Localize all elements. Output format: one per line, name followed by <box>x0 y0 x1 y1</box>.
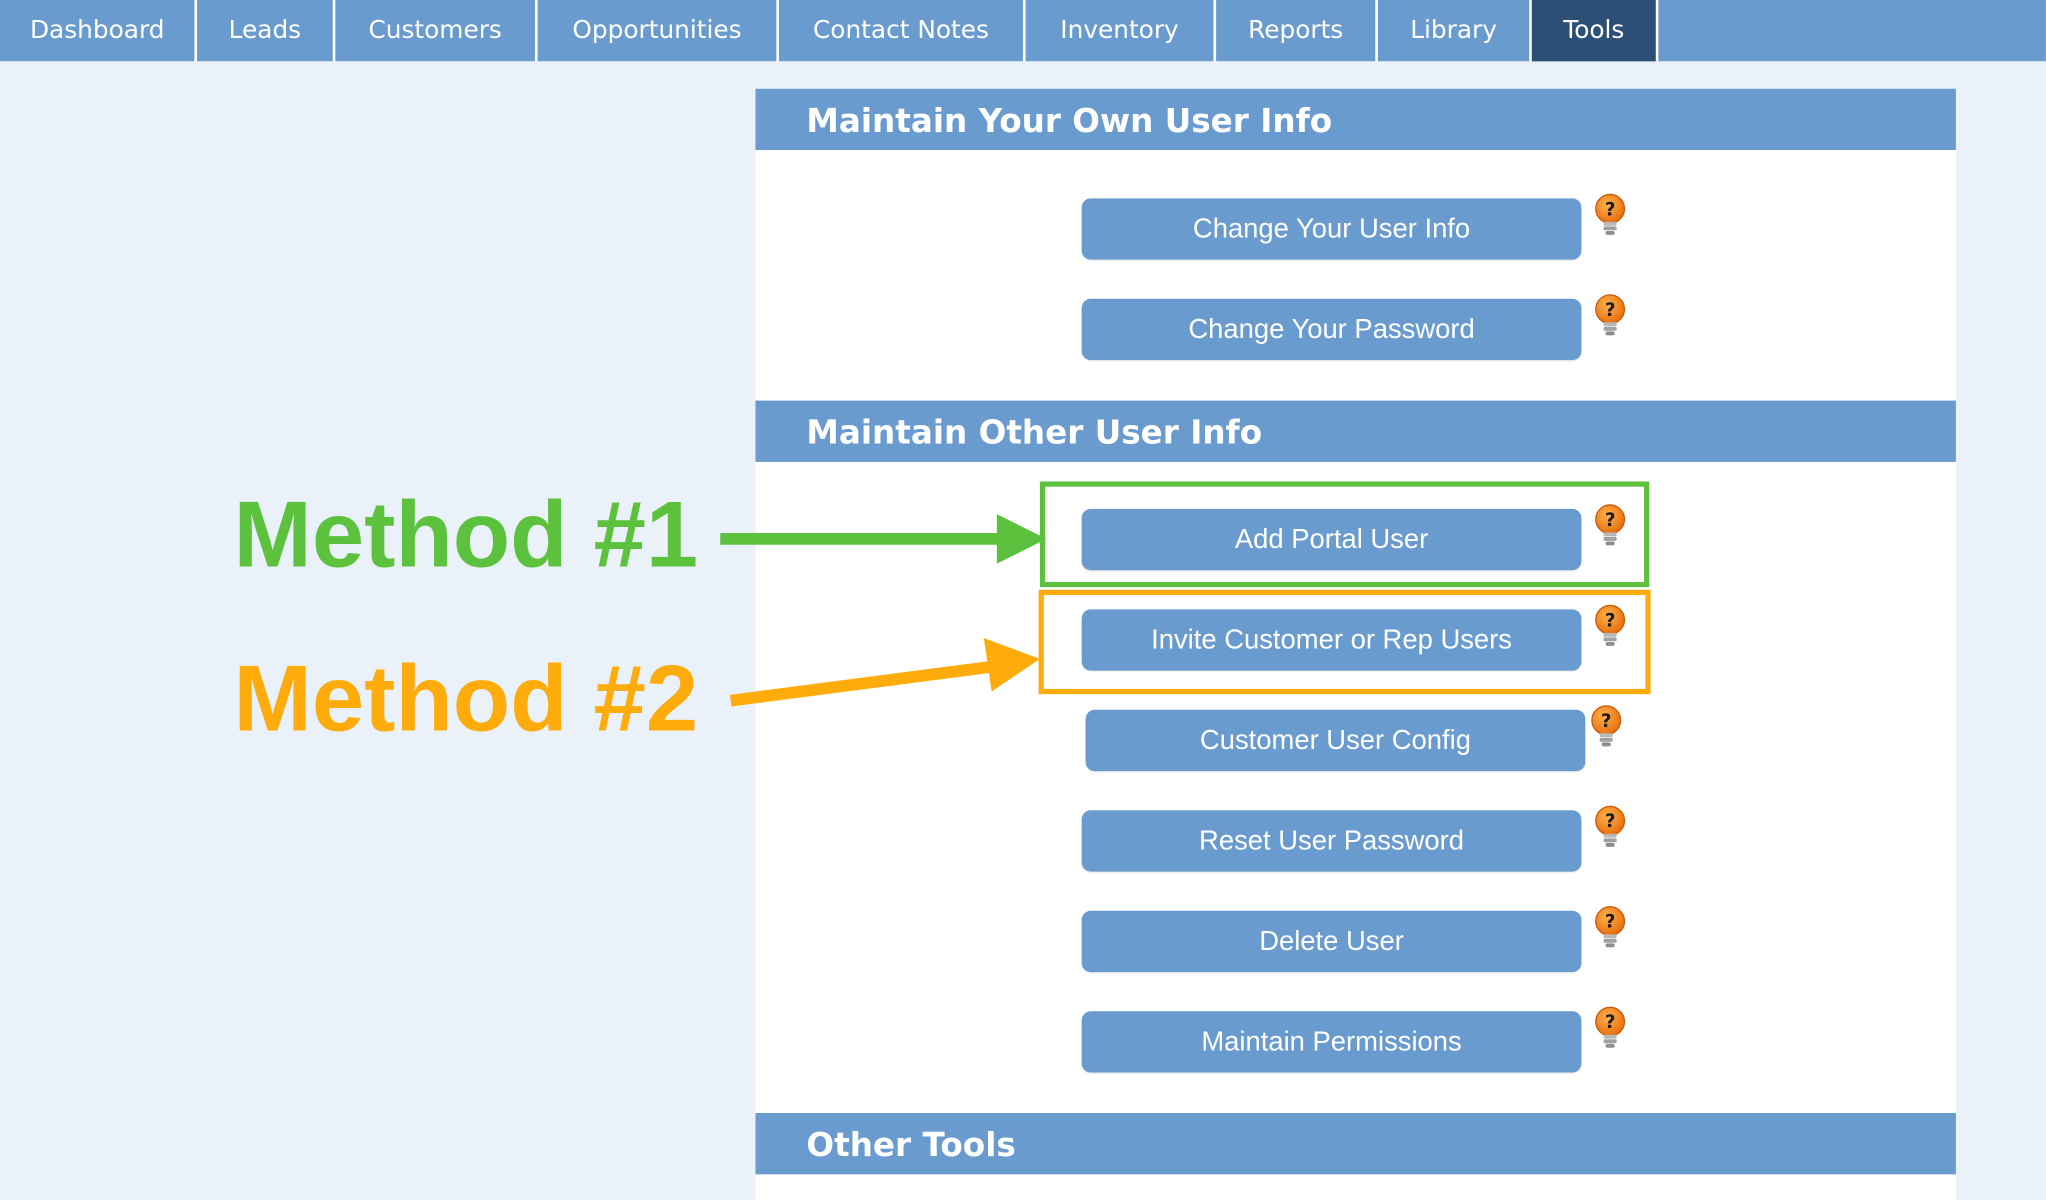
svg-text:?: ? <box>1605 510 1616 531</box>
top-nav: Dashboard Leads Customers Opportunities … <box>0 0 2046 63</box>
method1-highlight-box <box>1039 481 1650 588</box>
svg-text:?: ? <box>1605 1012 1616 1033</box>
tab-leads[interactable]: Leads <box>197 0 336 62</box>
section-header-other-user: Maintain Other User Info <box>755 400 1956 462</box>
invite-customer-or-rep-users-button[interactable]: Invite Customer or Rep Users <box>1081 609 1582 671</box>
svg-text:?: ? <box>1601 711 1612 732</box>
svg-text:?: ? <box>1605 610 1616 631</box>
method2-arrow <box>729 638 1040 707</box>
method2-highlight-box <box>1038 589 1651 695</box>
method1-label: Method #1 <box>233 482 699 588</box>
tab-tools[interactable]: Tools <box>1531 0 1659 62</box>
customer-user-config-button[interactable]: Customer User Config <box>1085 709 1586 772</box>
svg-text:?: ? <box>1605 912 1616 933</box>
delete-user-button[interactable]: Delete User <box>1081 910 1582 973</box>
change-your-user-info-button[interactable]: Change Your User Info <box>1081 198 1582 260</box>
help-bulb-icon[interactable]: ? <box>1593 604 1627 651</box>
tab-reports[interactable]: Reports <box>1216 0 1378 62</box>
help-bulb-icon[interactable]: ? <box>1593 805 1627 852</box>
svg-text:?: ? <box>1605 811 1616 832</box>
help-bulb-icon[interactable]: ? <box>1593 504 1627 551</box>
help-bulb-icon[interactable]: ? <box>1593 193 1627 240</box>
tab-inventory[interactable]: Inventory <box>1026 0 1217 62</box>
method2-label: Method #2 <box>233 647 699 752</box>
tab-contact-notes[interactable]: Contact Notes <box>779 0 1026 62</box>
section-header-own-user: Maintain Your Own User Info <box>755 88 1956 151</box>
help-bulb-icon[interactable]: ? <box>1589 705 1623 752</box>
add-portal-user-button[interactable]: Add Portal User <box>1081 508 1582 571</box>
help-bulb-icon[interactable]: ? <box>1593 294 1627 341</box>
tab-opportunities[interactable]: Opportunities <box>538 0 779 62</box>
svg-text:?: ? <box>1605 199 1616 220</box>
help-bulb-icon[interactable]: ? <box>1593 1006 1627 1053</box>
svg-text:?: ? <box>1605 300 1616 321</box>
method1-arrow <box>720 514 1047 564</box>
reset-user-password-button[interactable]: Reset User Password <box>1081 810 1582 872</box>
tab-customers[interactable]: Customers <box>335 0 538 62</box>
change-your-password-button[interactable]: Change Your Password <box>1081 298 1582 361</box>
section-header-other-tools: Other Tools <box>755 1112 1956 1175</box>
tab-library[interactable]: Library <box>1378 0 1532 62</box>
help-bulb-icon[interactable]: ? <box>1593 906 1627 953</box>
maintain-permissions-button[interactable]: Maintain Permissions <box>1081 1011 1582 1073</box>
tab-dashboard[interactable]: Dashboard <box>0 0 198 62</box>
